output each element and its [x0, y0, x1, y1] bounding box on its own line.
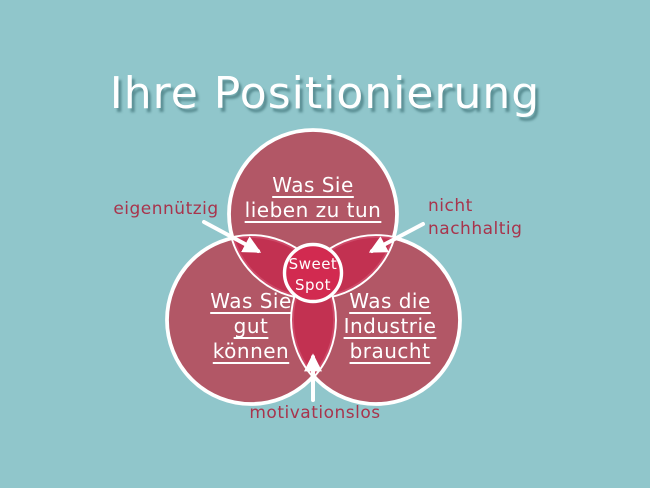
sweet-spot-label-line: Spot	[294, 276, 332, 294]
left-circle-label-line: gut	[233, 314, 269, 338]
annotation-motivationslos: motivationslos	[249, 403, 381, 423]
top-circle-label-line: lieben zu tun	[244, 198, 382, 222]
right-circle-label-line: Industrie	[343, 314, 437, 338]
annotation-nicht-nachhaltig-line: nicht	[428, 196, 473, 216]
left-circle-label-line: können	[212, 339, 290, 363]
top-circle-label-line: Was Sie	[272, 173, 354, 197]
right-circle-label-line: Was die	[349, 289, 431, 313]
annotation-nicht-nachhaltig: nicht nachhaltig	[428, 195, 548, 241]
sweet-spot-circle	[282, 242, 344, 304]
annotation-nicht-nachhaltig-line: nachhaltig	[428, 219, 523, 239]
annotation-eigennuetzig: eigennützig	[113, 199, 219, 219]
left-arrow-icon	[202, 220, 262, 253]
left-circle-label-line: Was Sie	[210, 289, 292, 313]
right-circle-label: Was die Industrie braucht	[290, 289, 490, 364]
sweet-spot-label-line: Sweet	[288, 255, 338, 273]
left-circle-label: Was Sie gut können	[151, 289, 351, 364]
page-title: Ihre Positionierung	[109, 68, 541, 119]
top-circle-label: Was Sie lieben zu tun	[213, 173, 413, 223]
sweet-spot-label: Sweet Spot	[273, 254, 353, 296]
right-arrow-icon	[368, 222, 425, 253]
right-circle-label-line: braucht	[349, 339, 431, 363]
